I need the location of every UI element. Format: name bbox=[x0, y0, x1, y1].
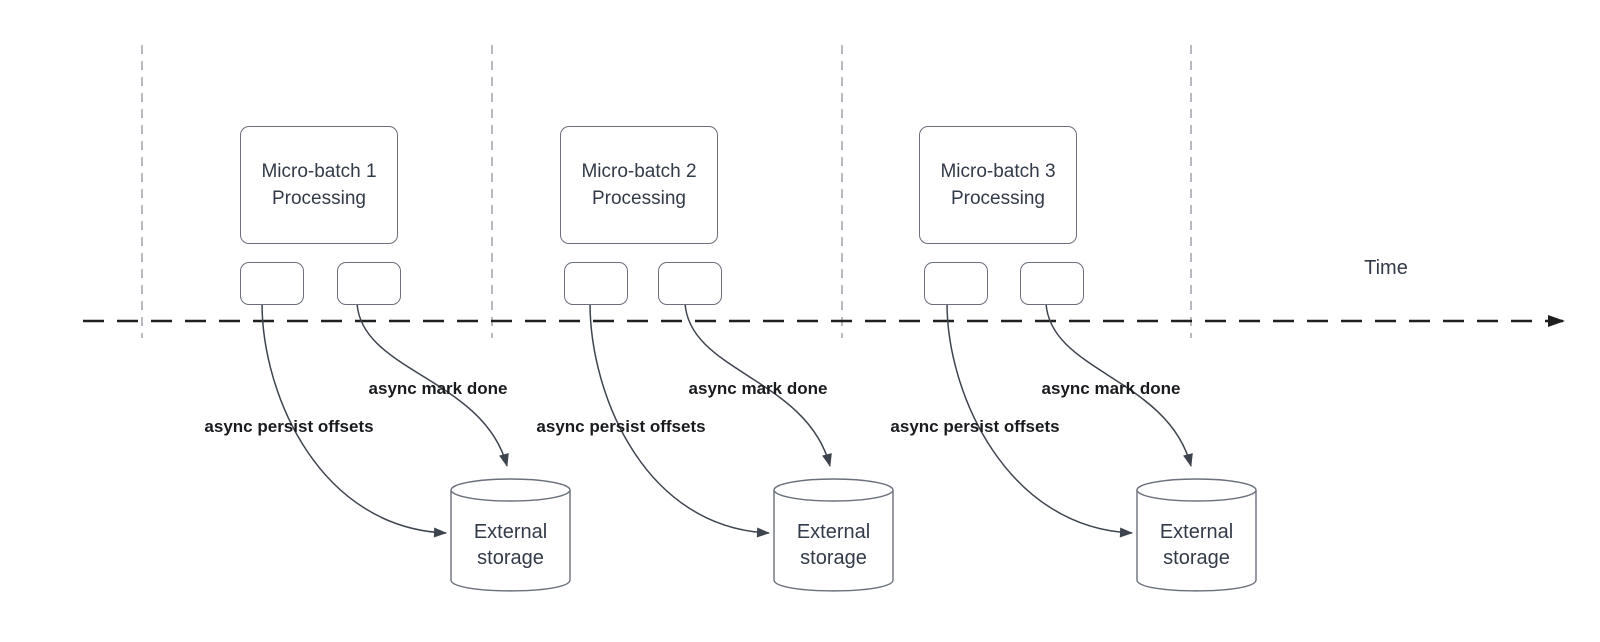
persist-offsets-label-2: async persist offsets bbox=[536, 417, 706, 436]
external-storage-label-3: External storage bbox=[1159, 521, 1234, 569]
external-storage-cylinder-1 bbox=[450, 478, 571, 592]
micro-batch-3-box: Micro-batch 3 Processing bbox=[919, 126, 1077, 244]
persist-offsets-arrow-2 bbox=[589, 302, 770, 538]
external-storage-label-1: External storage bbox=[473, 521, 548, 569]
micro-batch-2-offset-task-rect bbox=[564, 262, 628, 305]
persist-offsets-arrow-3 bbox=[946, 302, 1133, 538]
persist-offsets-label-3: async persist offsets bbox=[890, 417, 1060, 436]
micro-batch-1-done-task-rect bbox=[337, 262, 401, 305]
mark-done-label-2: async mark done bbox=[688, 379, 828, 398]
micro-batch-3-done-task-rect bbox=[1020, 262, 1084, 305]
micro-batch-3-title: Micro-batch 3 Processing bbox=[940, 161, 1056, 209]
mark-done-label-1: async mark done bbox=[368, 379, 508, 398]
mark-done-arrow-1 bbox=[356, 302, 509, 467]
external-storage-cylinder-3 bbox=[1136, 478, 1257, 592]
persist-offsets-arrow-1 bbox=[261, 302, 447, 538]
micro-batch-1-title: Micro-batch 1 Processing bbox=[261, 161, 377, 209]
micro-batch-2-title: Micro-batch 2 Processing bbox=[581, 161, 697, 209]
time-axis-label: Time bbox=[1364, 257, 1408, 279]
micro-batch-1-offset-task-rect bbox=[240, 262, 304, 305]
micro-batch-2-done-task-rect bbox=[658, 262, 722, 305]
mark-done-arrow-3 bbox=[1045, 302, 1193, 467]
persist-offsets-label-1: async persist offsets bbox=[204, 417, 374, 436]
mark-done-arrow-2 bbox=[684, 302, 832, 467]
micro-batch-3-offset-task-rect bbox=[924, 262, 988, 305]
micro-batch-2-box: Micro-batch 2 Processing bbox=[560, 126, 718, 244]
external-storage-cylinder-2 bbox=[773, 478, 894, 592]
micro-batch-1-box: Micro-batch 1 Processing bbox=[240, 126, 398, 244]
external-storage-label-2: External storage bbox=[796, 521, 871, 569]
mark-done-label-3: async mark done bbox=[1041, 379, 1181, 398]
